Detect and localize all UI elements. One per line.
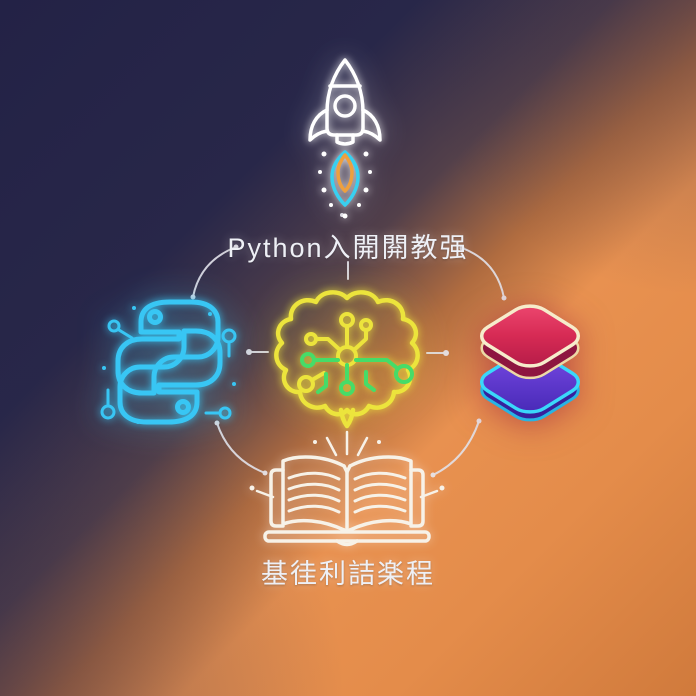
arrow-to-layers <box>427 350 449 356</box>
circuit-brain-icon <box>276 292 417 426</box>
stacked-layers-icon <box>473 301 586 425</box>
snake-eye-bottom <box>178 402 189 413</box>
rocket-window <box>335 96 355 116</box>
bottom-title: 基徍利詰楽程 <box>261 559 435 589</box>
brain-circuit-green <box>302 354 412 394</box>
book-page-right <box>350 457 411 530</box>
top-title: Python入開閞教强 <box>227 233 469 263</box>
arc-bottom-right <box>430 418 482 478</box>
brain-circuit-yellow <box>299 314 371 391</box>
rocket-flame-outer <box>332 152 358 205</box>
arc-bottom-left <box>214 420 268 476</box>
rocket-flame-inner <box>338 155 352 191</box>
book-rays <box>249 432 445 497</box>
rocket-body <box>327 60 363 135</box>
flow-connectors <box>190 213 507 478</box>
brain-outline <box>276 292 417 414</box>
snake-eye-top <box>150 312 161 323</box>
python-snake <box>118 302 218 393</box>
arrow-to-python <box>246 349 268 355</box>
brain-stem <box>341 410 353 426</box>
book-page-left <box>283 457 344 530</box>
rocket-sparks <box>318 151 372 219</box>
book-text-lines <box>289 473 405 512</box>
book-cover-left <box>271 470 283 526</box>
python-logo-icon <box>102 302 236 424</box>
book-base <box>265 532 429 541</box>
open-book-icon <box>249 432 445 545</box>
python-circuit-deco <box>102 306 236 424</box>
book-cover-right <box>411 470 423 526</box>
rocket-fin-left <box>310 110 327 140</box>
arc-top-left <box>190 244 239 300</box>
layer-top <box>473 301 586 371</box>
rocket-icon <box>310 60 380 219</box>
arc-top-right <box>459 245 507 301</box>
rocket-fin-right <box>363 110 380 140</box>
